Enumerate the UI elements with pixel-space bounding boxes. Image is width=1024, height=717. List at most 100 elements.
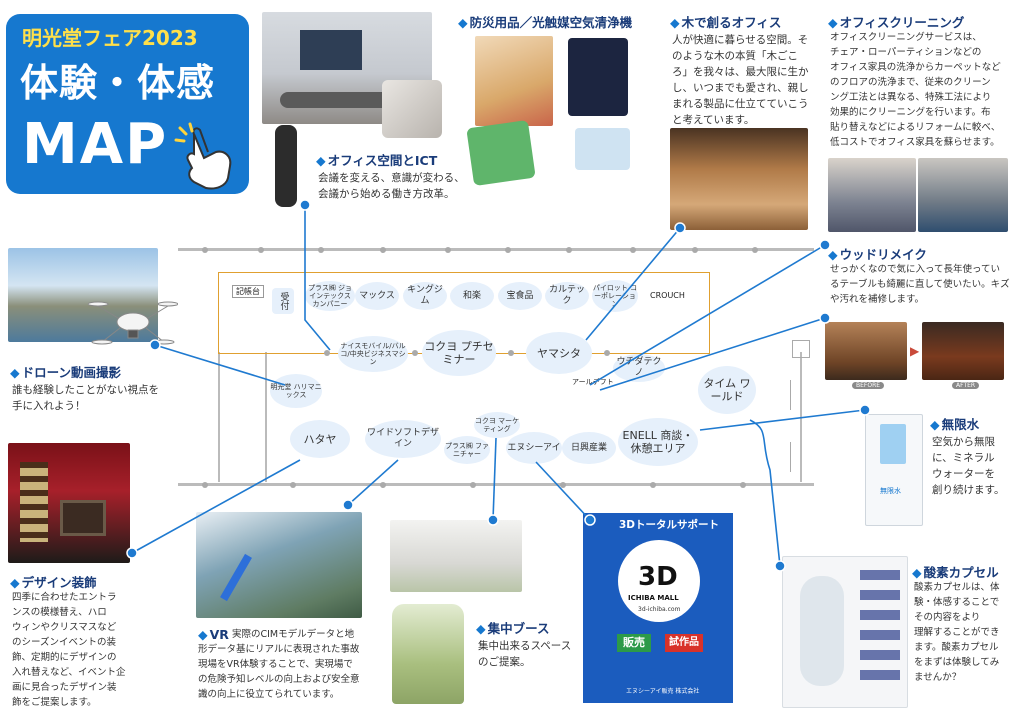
diamond-icon: ◆ <box>828 15 838 30</box>
map-dot <box>630 247 636 253</box>
map-dot <box>202 482 208 488</box>
focus-booth-photo <box>392 604 464 704</box>
before-photo <box>825 322 907 380</box>
booth-takara-shokuhin: 宝食品 <box>498 282 542 310</box>
map-title: MAP <box>22 112 169 177</box>
map-dot <box>380 247 386 253</box>
booth-kokuyo-marketing: コクヨ マーケティング <box>474 412 520 438</box>
map-left-wall <box>218 352 220 482</box>
booth-enell-lounge: ENELL 商談・休憩エリア <box>618 418 698 466</box>
oxygen-capsule-door <box>800 576 844 686</box>
after-label: AFTER <box>952 382 980 389</box>
map-bottom-line <box>178 483 814 486</box>
wood-remake-title: ◆ウッドリメイク <box>828 247 927 262</box>
booth-nice-mobile: ナイスモバイル/バルコ/中央ビジネスマシン <box>338 336 408 372</box>
3d-circle <box>618 540 700 622</box>
map-dot <box>258 247 264 253</box>
vr-title: ◆VR <box>198 627 229 642</box>
diamond-icon: ◆ <box>912 565 922 580</box>
drone-title: ◆ドローン動画撮影 <box>10 365 122 380</box>
booth-kingjim: キングジム <box>403 282 447 310</box>
diamond-icon: ◆ <box>198 627 208 642</box>
booth-kaltech: カルテック <box>545 282 589 310</box>
map-dot <box>202 247 208 253</box>
map-dot <box>560 482 566 488</box>
meeting-screen <box>300 30 362 70</box>
kichoudai-label: 記帳台 <box>232 285 264 298</box>
door-mid <box>790 380 809 410</box>
wood-office-body: 人が快適に暮らせる空間。そ のような木の本質「木ごこ ろ」を我々は、最大限に生か… <box>672 34 809 126</box>
map-dot <box>752 247 758 253</box>
map-dot <box>692 247 698 253</box>
map-dot <box>505 247 511 253</box>
pointing-hand-icon <box>174 122 232 190</box>
bousai-title: ◆防災用品／光触媒空気清浄機 <box>458 15 633 30</box>
diamond-icon: ◆ <box>930 417 940 432</box>
diamond-icon: ◆ <box>10 575 20 590</box>
mugen-title: ◆無限水 <box>930 417 980 432</box>
wood-office-title: ◆木で創るオフィス <box>670 15 782 30</box>
3d-mall-text: ICHIBA MALL <box>628 594 679 602</box>
map-dot <box>290 482 296 488</box>
uketsuke-label: 受付 <box>278 292 289 310</box>
booth-max: マックス <box>355 282 399 310</box>
ict-body: 会議を変える、意識が変わる、 会議から始める働き方改革。 <box>318 172 465 200</box>
tablet-hand-photo <box>382 80 442 138</box>
tower-speaker <box>275 125 297 207</box>
booth-nci: エヌシーアイ <box>506 432 562 464</box>
booth-nikko-sangyo: 日興産業 <box>562 432 616 464</box>
booth-yamashita: ヤマシタ <box>526 332 592 374</box>
after-photo <box>922 322 1004 380</box>
map-dot <box>380 482 386 488</box>
cleaning-body: オフィスクリーニングサービスは、 チェア・ローパーティションなどの オフィス家具… <box>830 32 1001 148</box>
map-dot <box>508 350 514 356</box>
fair-name: 明光堂フェア2023 <box>22 26 198 50</box>
design-title: ◆デザイン装飾 <box>10 575 97 590</box>
uketsuke-booth: 受付 <box>272 288 294 314</box>
map-dot <box>318 247 324 253</box>
map-dot <box>412 350 418 356</box>
vr-body: 実際のCIMモデルデータと地 <box>232 629 355 640</box>
booth-plus-joinitex: プラス㈱ ジョインテックス カンパニー <box>305 281 355 311</box>
oxygen-body: 酸素カプセルは、体 験・体感することで その内容をより 理解することができ ます… <box>914 582 1000 683</box>
map-dot <box>566 247 572 253</box>
map-dot <box>740 482 746 488</box>
focus-title: ◆集中ブース <box>476 621 550 636</box>
vr-photo <box>196 512 362 618</box>
door-low <box>790 442 809 472</box>
map-mid-wall <box>265 352 267 482</box>
cleaning-photo-1 <box>828 158 916 232</box>
vr-body-cont: 形データ基にリアルに表現された事故 現場をVR体験することで、実現場で の危険予… <box>198 644 360 700</box>
diamond-icon: ◆ <box>10 365 20 380</box>
oxygen-capsule-pattern <box>860 570 900 690</box>
booth-waraku: 和楽 <box>450 282 494 310</box>
diamond-icon: ◆ <box>670 15 680 30</box>
booth-hataya: ハタヤ <box>290 420 350 458</box>
3d-support-header: 3Dトータルサポート <box>619 519 720 531</box>
main-title: 体験・体感 <box>20 61 216 105</box>
3d-footer-text: エヌシーアイ販売 株式会社 <box>626 688 700 695</box>
photocatalyst-device <box>575 128 630 170</box>
diamond-icon: ◆ <box>316 153 326 168</box>
bookshelf <box>20 462 48 542</box>
booth-kokuyo-seminar: コクヨ プチセミナー <box>422 330 496 376</box>
booth-widesoft-design: ワイドソフトデザイン <box>365 420 441 458</box>
3d-hanbai-badge: 販売 <box>617 634 651 652</box>
fireplace <box>60 500 106 536</box>
booth-plus-furniture: プラス㈱ ファニチャー <box>444 436 490 464</box>
3d-shisaku-badge: 試作品 <box>665 634 703 652</box>
focus-body: 集中出来るスペース のご提案。 <box>478 640 572 668</box>
diamond-icon: ◆ <box>476 621 486 636</box>
map-dot <box>604 350 610 356</box>
map-dot <box>445 247 451 253</box>
design-body: 四季に合わせたエントラ ンスの模様替え、ハロ ウィンやクリスマスなど のシーズン… <box>12 592 126 708</box>
arrow-icon: ▶ <box>910 344 920 358</box>
ict-title: ◆オフィス空間とICT <box>316 153 438 168</box>
3d-big-text: 3D <box>638 562 678 592</box>
3d-url-text: 3d-ichiba.com <box>638 606 681 613</box>
drone-body: 誰も経験したことがない視点を 手に入れよう！ <box>12 384 159 412</box>
booth-meikodo-harimanix: 明光堂 ハリマニックス <box>270 374 322 408</box>
door-top <box>792 340 810 358</box>
water-dispenser-panel <box>880 424 906 464</box>
